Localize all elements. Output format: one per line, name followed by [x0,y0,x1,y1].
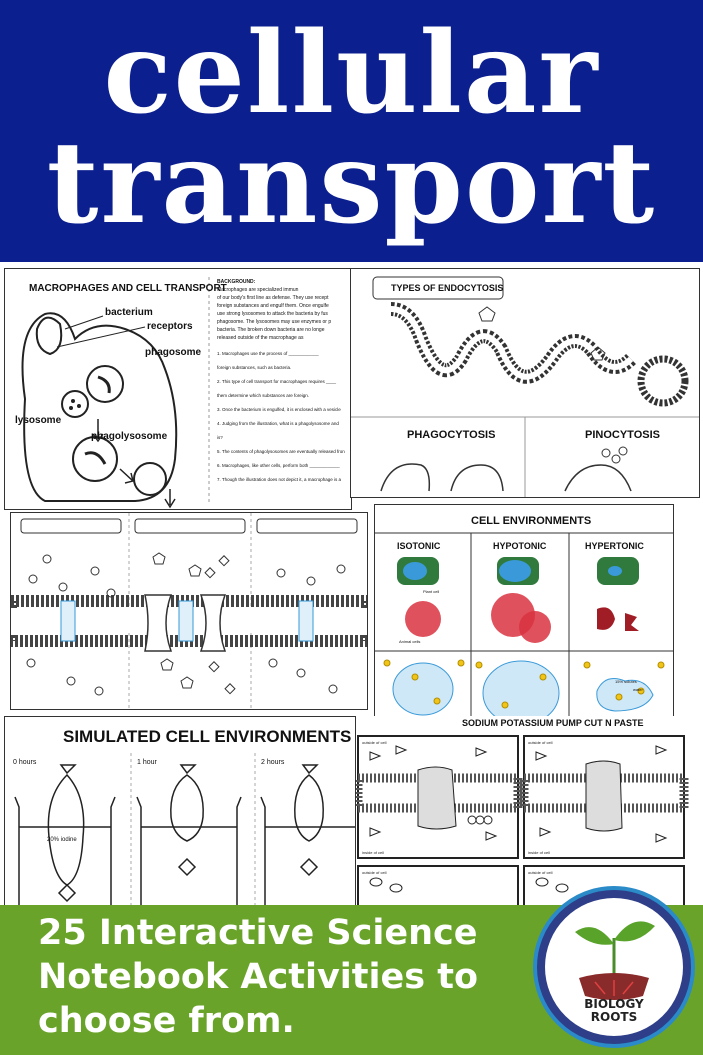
endocytosis-illustration [351,276,699,497]
label-phagolysosome: phagolysosome [91,431,168,442]
logo-inner: BIOLOGY ROOTS [545,898,683,1036]
background-text: Macrophages are specialized immun of our… [217,287,332,341]
logo-text: BIOLOGY ROOTS [545,998,683,1024]
col-hypertonic: HYPERTONIC [585,541,644,551]
beaker-illustration [14,753,355,907]
title-line-1: cellular [103,8,600,139]
pump-illustration: outside of cell outside of cell inside o… [356,735,689,906]
inside-label-1: inside of cell [362,850,384,855]
logo-line-2: ROOTS [590,1010,638,1024]
background-heading: BACKGROUND: [217,279,256,285]
label-bacterium: bacterium [105,307,153,318]
footer-line-3: choose from. [38,1001,295,1041]
title-line-2: transport [46,118,657,249]
plant-cell-label: Plant cell [423,589,440,594]
outside-label-3: outside of cell [362,870,387,875]
solutes-label: 15% solutes [615,679,637,684]
bag-label: 20% iodine [47,837,77,843]
label-phagosome: phagosome [145,347,202,358]
logo-line-1: BIOLOGY [584,997,644,1011]
footer-line-2: Notebook Activities to [38,957,479,997]
macrophage-illustration [21,277,210,509]
panel-cell-environments: CELL ENVIRONMENTS ISOTONIC HYPOTONIC HYP… [374,504,674,718]
col-hypotonic: HYPOTONIC [493,541,547,551]
environments-illustration [375,532,673,717]
sprout-icon [575,921,655,1000]
title-banner: cellular transport [0,0,703,262]
phagocytosis-label: PHAGOCYTOSIS [407,429,496,441]
environments-title: CELL ENVIRONMENTS [471,515,592,527]
animal-cell-label: Animal cells [399,639,421,644]
panel-membrane-transport [10,512,368,710]
simulated-title: SIMULATED CELL ENVIRONMENTS [63,727,352,746]
outside-label-1: outside of cell [362,740,387,745]
pinocytosis-label: PINOCYTOSIS [585,429,660,441]
panel-sodium-potassium-pump: SODIUM POTASSIUM PUMP CUT N PASTE outsid… [356,716,696,906]
outside-label-4: outside of cell [528,870,553,875]
label-lysosome: lysosome [15,415,62,426]
time-0-hours: 0 hours [13,759,37,766]
membrane-illustration [11,513,367,709]
panel-endocytosis: TYPES OF ENDOCYTOSIS PHAGOCYTOSIS PINOCY… [350,268,700,498]
time-1-hour: 1 hour [137,759,157,766]
label-receptors: receptors [147,321,193,332]
biology-roots-logo: BIOLOGY ROOTS [533,886,695,1048]
panel-simulated-environments: SIMULATED CELL ENVIRONMENTS 0 hours 1 ho… [4,716,356,908]
water-label: water [633,687,643,692]
macrophage-title: MACROPHAGES AND CELL TRANSPORT [29,283,227,294]
endocytosis-title: TYPES OF ENDOCYTOSIS [391,283,504,293]
footer-line-1: 25 Interactive Science [38,913,478,953]
time-2-hours: 2 hours [261,759,285,766]
outside-label-2: outside of cell [528,740,553,745]
col-isotonic: ISOTONIC [397,541,441,551]
pump-title: SODIUM POTASSIUM PUMP CUT N PASTE [462,718,644,728]
inside-label-2: inside of cell [528,850,550,855]
question-list: 1. Macrophages use the process of ______… [217,351,345,482]
panel-macrophages: MACROPHAGES AND CELL TRANSPORT bacterium… [4,268,352,510]
